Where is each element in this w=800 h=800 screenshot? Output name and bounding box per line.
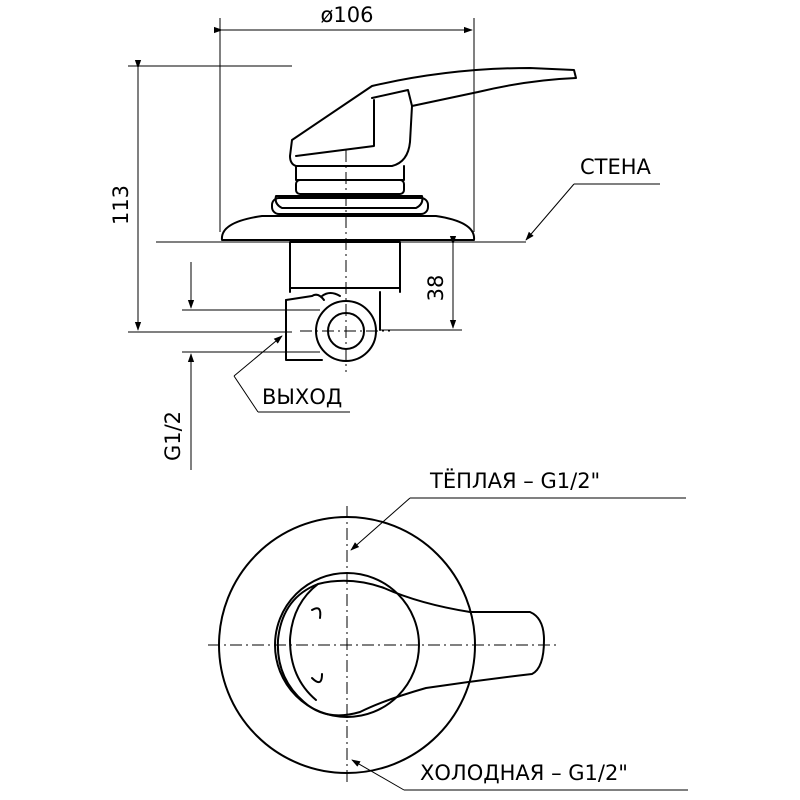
lever-handle-front (276, 579, 545, 717)
dimension-thread: G1/2 (161, 262, 320, 470)
lever-handle (289, 67, 577, 167)
cartridge-body (289, 241, 401, 293)
dimension-depth: 38 (380, 235, 462, 331)
hot-mark-icon (311, 607, 322, 619)
top-view: ТЁПЛАЯ – G1/2" ХОЛОДНАЯ – G1/2" (208, 468, 688, 791)
cold-inlet-callout: ХОЛОДНАЯ – G1/2" (351, 759, 688, 791)
dimension-height: 113 (109, 59, 292, 333)
outlet-block (285, 291, 381, 362)
outlet-callout: ВЫХОД (233, 335, 350, 413)
wall-label: СТЕНА (580, 155, 652, 179)
dimension-height-label: 113 (109, 185, 133, 225)
dimension-depth-label: 38 (424, 275, 448, 302)
wall-callout: СТЕНА (525, 155, 660, 241)
cold-inlet-label: ХОЛОДНАЯ – G1/2" (420, 761, 628, 785)
dimension-diameter-label: ø106 (321, 3, 374, 27)
warm-inlet-callout: ТЁПЛАЯ – G1/2" (350, 468, 686, 551)
cold-mark-icon (311, 673, 323, 684)
outlet-label: ВЫХОД (262, 385, 342, 409)
side-view: ø106 113 38 СТЕНА (109, 3, 660, 470)
mixer-body (271, 165, 429, 215)
dimension-diameter: ø106 (213, 3, 475, 232)
dimension-thread-label: G1/2 (161, 411, 185, 461)
escutcheon-plate (220, 215, 476, 241)
warm-inlet-label: ТЁПЛАЯ – G1/2" (429, 468, 600, 493)
